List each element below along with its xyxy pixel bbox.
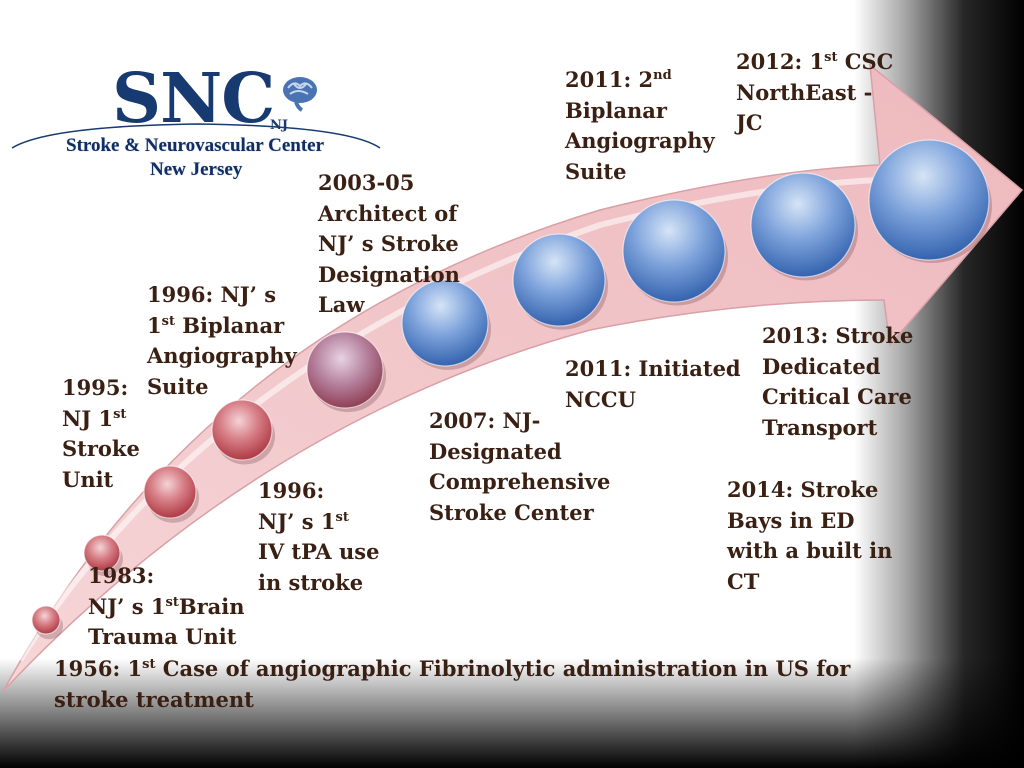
milestone-1996-tpa-line1: 1996:: [258, 478, 325, 503]
milestone-2011-biplanar-sup: nd: [653, 68, 672, 83]
milestone-2012-line3: JC: [736, 110, 763, 135]
brain-icon: [283, 77, 317, 112]
milestone-2013-line2: Dedicated: [762, 353, 881, 379]
milestone-2003-line5: Law: [318, 292, 365, 317]
milestone-1995-line2a: NJ 1: [62, 405, 114, 431]
milestone-1996-biplanar-line4: Suite: [147, 373, 209, 399]
logo-state-abbr: NJ: [270, 118, 289, 133]
milestone-1996-tpa-line4: in stroke: [258, 569, 364, 595]
milestone-circle-5: [306, 331, 384, 409]
milestone-1956: 1956: 1st Case of angiographic Fibrinoly…: [54, 654, 850, 715]
milestone-1956-line1b: Case of angiographic Fibrinolytic admini…: [155, 656, 851, 681]
milestone-2003-line3: NJ’ s Stroke: [318, 231, 459, 256]
milestone-1983: 1983: NJ’ s 1stBrain Trauma Unit: [88, 561, 245, 653]
milestone-2012: 2012: 1st CSC NorthEast - JC: [736, 47, 893, 139]
milestone-1956-line2: stroke treatment: [54, 686, 254, 712]
milestone-1983-line2b: Brain: [178, 593, 245, 619]
milestone-1995: 1995: NJ 1st Stroke Unit: [62, 373, 140, 495]
milestone-2011-nccu-line2: NCCU: [565, 386, 636, 412]
milestone-1983-sup: st: [165, 594, 179, 610]
milestone-1995-line3: Stroke: [62, 436, 140, 461]
milestone-2007: 2007: NJ- Designated Comprehensive Strok…: [429, 406, 610, 528]
milestone-2012-line1a: 2012: 1: [736, 49, 825, 74]
milestone-2012-sup: st: [824, 50, 838, 65]
milestone-1983-line3: Trauma Unit: [88, 624, 237, 649]
logo-arc: [11, 123, 381, 149]
milestone-2007-line3: Comprehensive: [429, 469, 611, 494]
milestone-1983-line1: 1983:: [88, 563, 155, 588]
milestone-1996-biplanar: 1996: NJ’ s 1st Biplanar Angiography Sui…: [147, 280, 297, 402]
milestone-1996-tpa: 1996: NJ’ s 1st IV tPA use in stroke: [258, 476, 379, 598]
milestone-circle-7: [512, 233, 606, 327]
milestone-2003-line1: 2003-05: [318, 170, 415, 195]
milestone-circle-8: [622, 199, 726, 303]
milestone-1956-sup: st: [142, 657, 156, 672]
milestone-2003: 2003-05 Architect of NJ’ s Stroke Design…: [318, 168, 460, 321]
milestone-2012-line2: NorthEast -: [736, 79, 873, 105]
milestone-2014-line3: with a built in: [727, 538, 893, 563]
milestone-1996-biplanar-line2b: Biplanar: [174, 312, 285, 338]
milestone-circle-1: [31, 605, 61, 635]
milestone-circle-6: [401, 279, 489, 367]
logo-subtitle-line2: New Jersey: [150, 159, 243, 180]
milestone-1995-line4: Unit: [62, 466, 114, 492]
milestone-2007-line2: Designated: [429, 438, 562, 464]
milestone-2011-biplanar-line2: Biplanar: [565, 97, 667, 123]
milestone-1996-biplanar-sup: st: [161, 313, 175, 329]
bottom-shadow-gradient: [0, 658, 1024, 768]
milestone-2011-biplanar-line3: Angiography: [565, 128, 715, 153]
milestone-1996-biplanar-line1: 1996: NJ’ s: [147, 282, 277, 307]
milestone-1996-tpa-line2a: NJ’ s 1: [258, 508, 336, 534]
milestone-circle-3: [143, 465, 197, 519]
milestone-2011-biplanar: 2011: 2nd Biplanar Angiography Suite: [565, 65, 715, 187]
milestone-2013: 2013: Stroke Dedicated Critical Care Tra…: [762, 321, 913, 443]
milestone-2007-line1: 2007: NJ-: [429, 408, 541, 433]
milestone-2003-line2: Architect of: [318, 200, 458, 226]
milestone-2013-line3: Critical Care: [762, 384, 912, 409]
milestone-1996-tpa-sup: st: [335, 509, 349, 525]
milestone-2012-line1b: CSC: [837, 49, 894, 74]
logo-subtitle-line1: Stroke & Neurovascular Center: [66, 135, 325, 156]
milestone-2014-line4: CT: [727, 568, 760, 594]
milestone-2011-biplanar-line1a: 2011: 2: [565, 67, 654, 92]
milestone-circle-2: [83, 534, 121, 572]
milestone-1996-biplanar-line2a: 1: [147, 312, 162, 338]
milestone-1983-line2a: NJ’ s 1: [88, 593, 166, 619]
milestone-2007-line4: Stroke Center: [429, 499, 594, 525]
milestone-2011-nccu-line1: 2011: Initiated: [565, 356, 741, 381]
milestone-circle-9: [750, 172, 856, 278]
logo-acronym: SNC: [112, 59, 275, 139]
milestone-1996-tpa-line3: IV tPA use: [258, 539, 380, 564]
milestone-2003-line4: Designation: [318, 261, 460, 287]
milestone-2014: 2014: Stroke Bays in ED with a built in …: [727, 475, 892, 597]
milestone-circles: [31, 139, 992, 640]
milestone-2013-line4: Transport: [762, 414, 878, 440]
milestone-1956-line1a: 1956: 1: [54, 656, 143, 681]
milestone-2011-biplanar-line4: Suite: [565, 158, 627, 184]
milestone-1995-sup: st: [113, 406, 127, 422]
milestone-1995-line1: 1995:: [62, 375, 129, 400]
milestone-2013-line1: 2013: Stroke: [762, 323, 914, 348]
milestone-circle-10: [868, 139, 990, 261]
milestone-2014-line1: 2014: Stroke: [727, 477, 879, 502]
milestone-2011-nccu: 2011: Initiated NCCU: [565, 354, 741, 415]
snc-logo: SNC NJ Stroke & Neurovascular Center New…: [8, 30, 388, 190]
milestone-1996-biplanar-line3: Angiography: [147, 343, 297, 368]
milestone-circle-4: [211, 399, 273, 461]
milestone-2014-line2: Bays in ED: [727, 507, 855, 533]
